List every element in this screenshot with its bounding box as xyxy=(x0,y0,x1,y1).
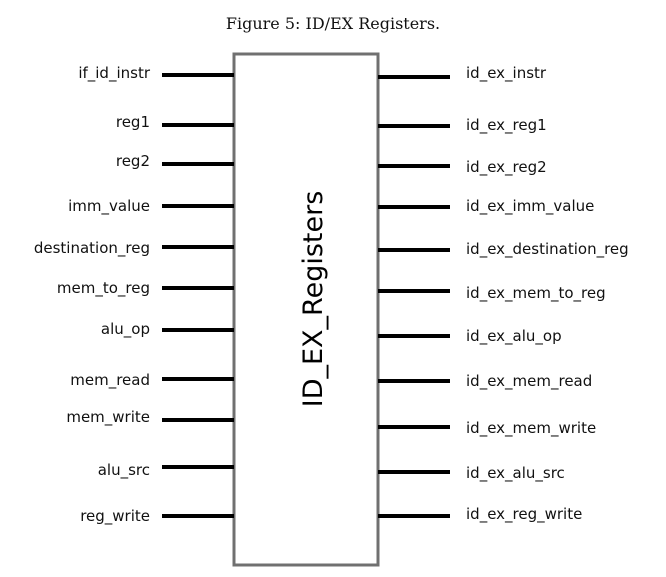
output-pin-label: id_ex_alu_src xyxy=(466,464,565,483)
output-pin-label: id_ex_destination_reg xyxy=(466,240,629,259)
input-pin-label: reg_write xyxy=(80,507,150,526)
input-pin-label: mem_to_reg xyxy=(57,279,150,298)
output-pin-label: id_ex_imm_value xyxy=(466,197,594,216)
input-pin-label: mem_read xyxy=(70,371,150,390)
input-pin-label: imm_value xyxy=(68,197,150,216)
output-pin-label: id_ex_mem_to_reg xyxy=(466,284,606,303)
input-pin-label: if_id_instr xyxy=(78,64,151,83)
input-pin-label: alu_src xyxy=(98,461,150,480)
input-pin-label: reg1 xyxy=(116,113,150,131)
input-pin-label: mem_write xyxy=(66,408,150,427)
output-pins: id_ex_instr id_ex_reg1 id_ex_reg2 id_ex_imm… xyxy=(378,64,629,524)
output-pin-label: id_ex_reg2 xyxy=(466,158,547,177)
output-pin-label: id_ex_alu_op xyxy=(466,327,562,346)
input-pin-label: reg2 xyxy=(116,152,150,170)
input-pin-label: destination_reg xyxy=(34,239,150,258)
output-pin-label: id_ex_reg_write xyxy=(466,505,582,524)
output-pin-label: id_ex_instr xyxy=(466,64,547,83)
register-block-label: ID_EX_Registers xyxy=(298,191,329,408)
output-pin-label: id_ex_reg1 xyxy=(466,116,547,135)
register-block xyxy=(232,52,380,567)
output-pin-label: id_ex_mem_read xyxy=(466,372,592,391)
output-pin-label: id_ex_mem_write xyxy=(466,419,596,438)
input-pin-label: alu_op xyxy=(101,320,150,339)
figure-caption: Figure 5: ID/EX Registers. xyxy=(225,14,441,33)
input-pins: if_id_instr reg1 reg2 imm_value destination_… xyxy=(34,64,234,526)
